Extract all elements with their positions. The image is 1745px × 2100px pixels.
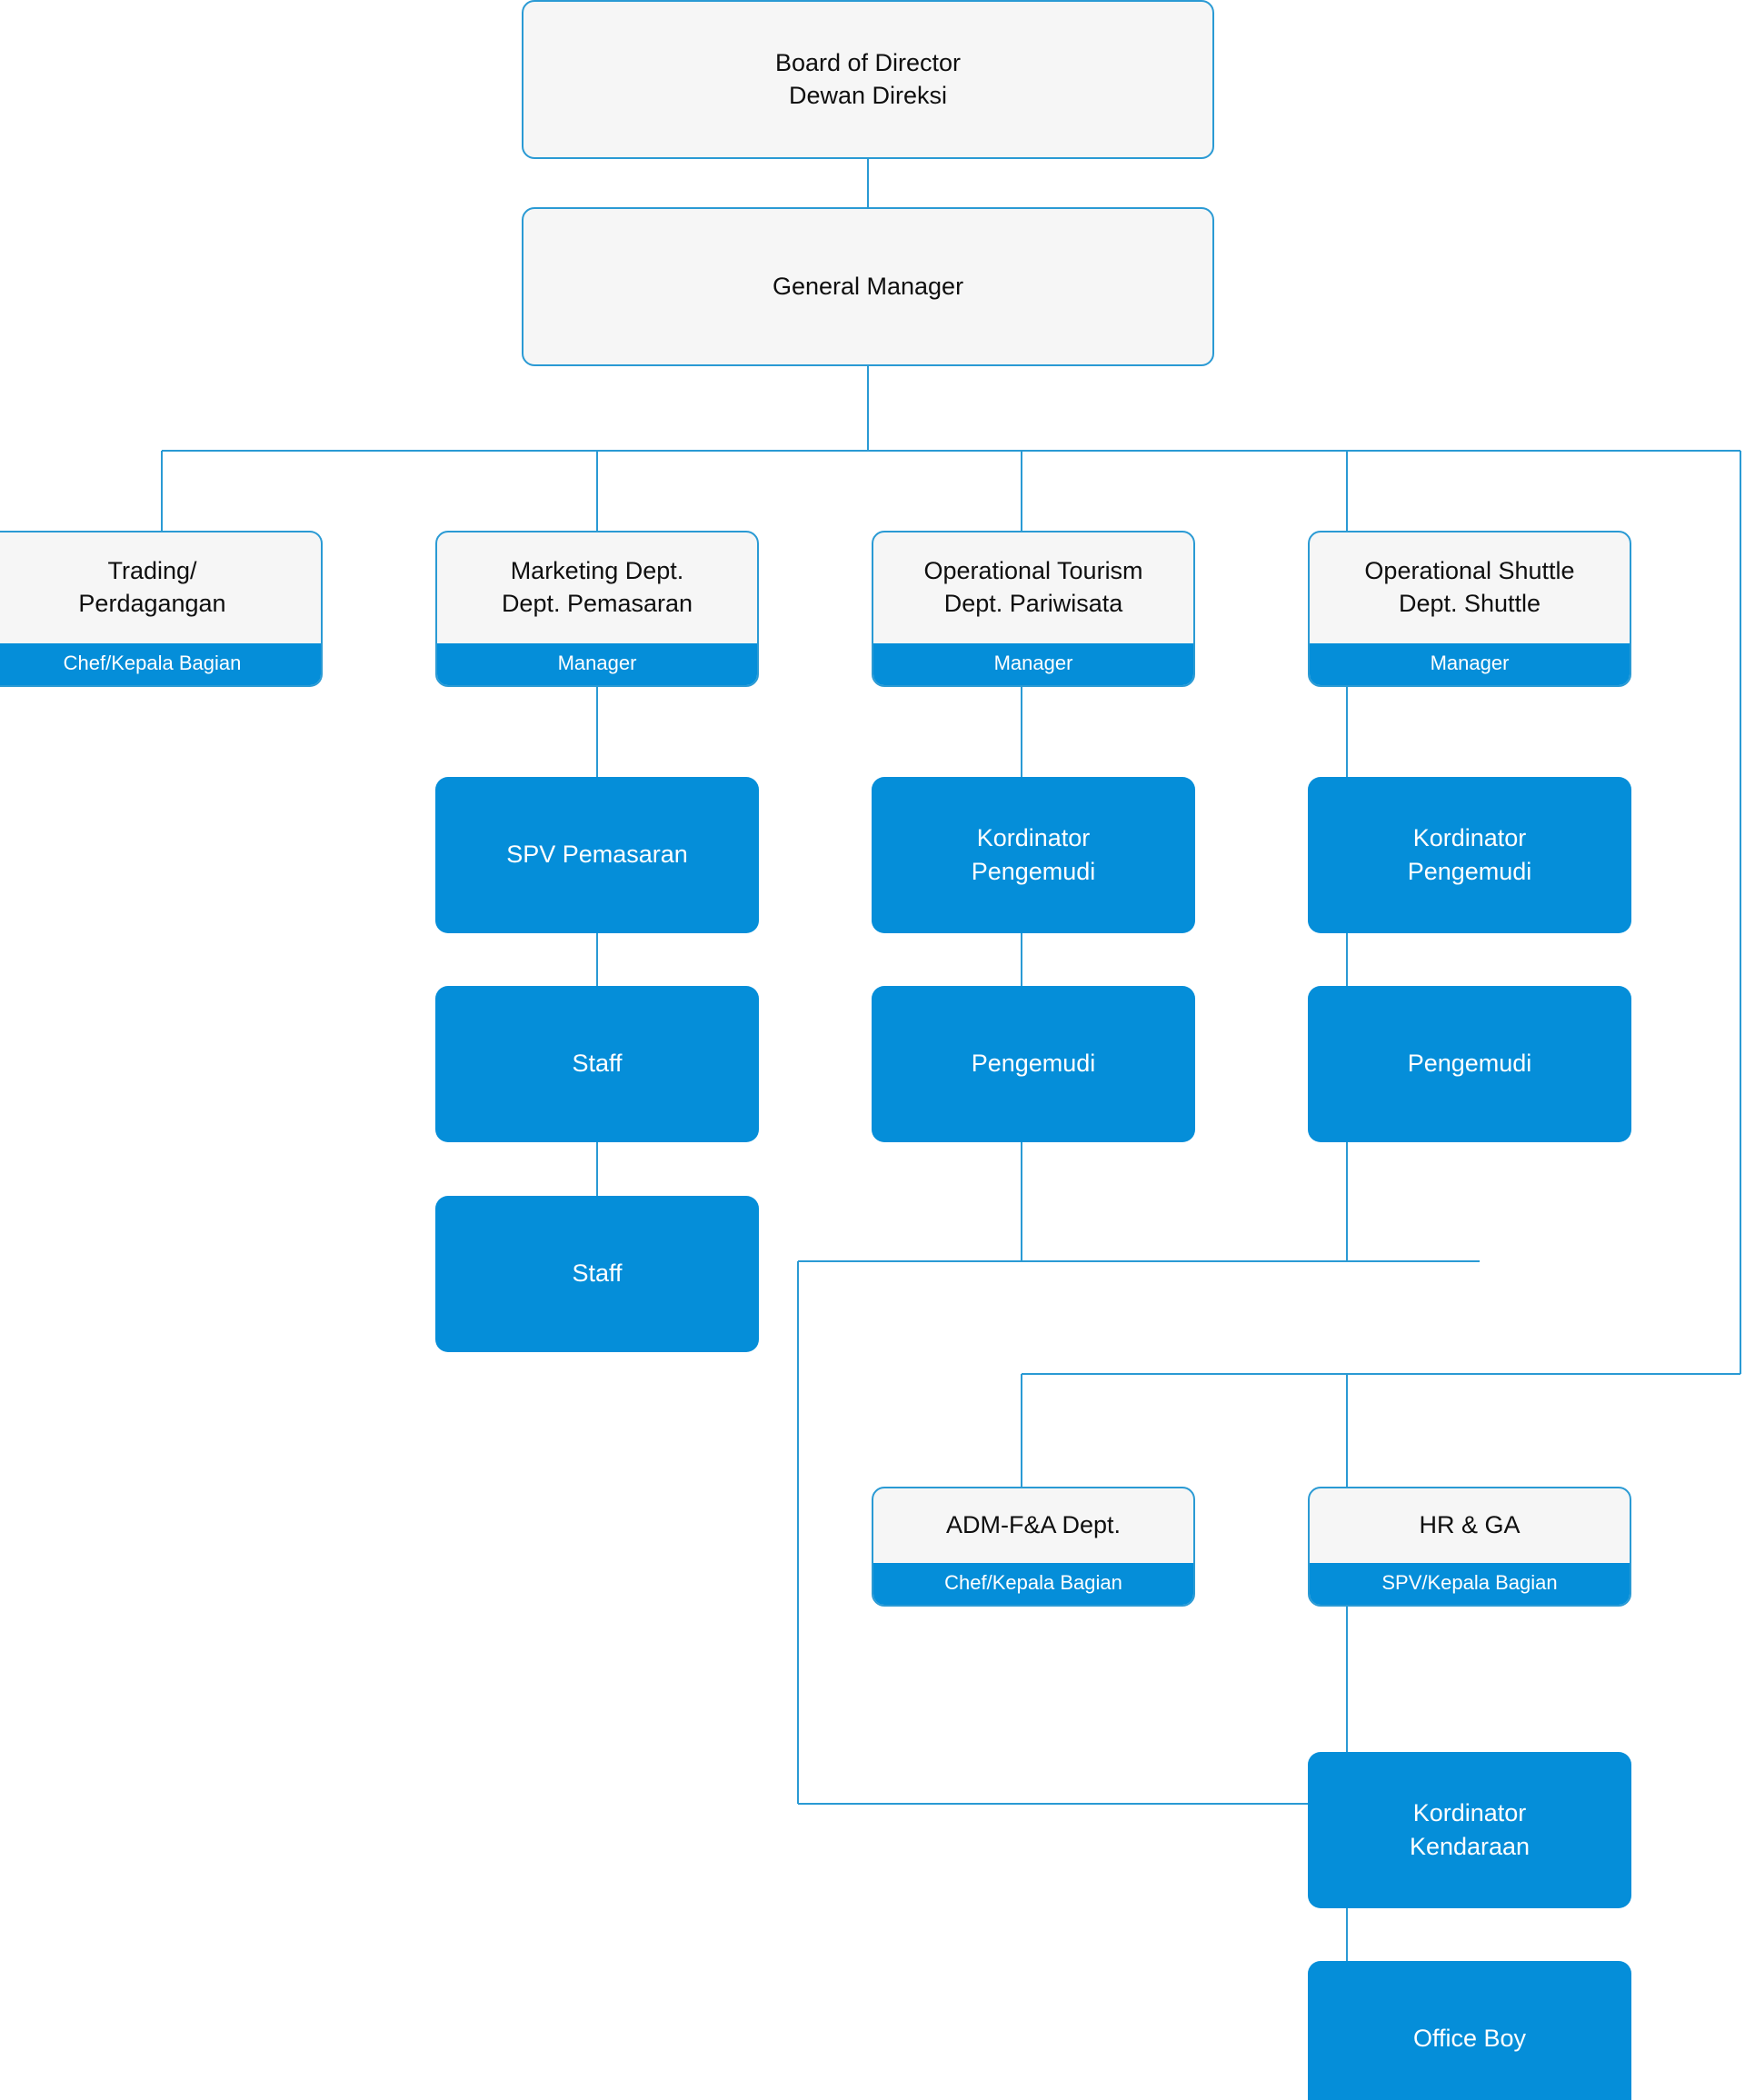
org-node-title: Kordinator Kendaraan	[1409, 1798, 1531, 1860]
org-node-title: Operational Tourism Dept. Pariwisata	[923, 557, 1143, 617]
org-node-kordinator-pengemudi-shuttle[interactable]: Kordinator Pengemudi	[1308, 777, 1631, 933]
org-node-kordinator-pengemudi-tourism[interactable]: Kordinator Pengemudi	[872, 777, 1195, 933]
org-node-pengemudi-shuttle[interactable]: Pengemudi	[1308, 986, 1631, 1142]
org-node-board[interactable]: Board of Director Dewan Direksi	[522, 0, 1214, 159]
org-node-general-manager[interactable]: General Manager	[522, 207, 1214, 366]
org-node-pengemudi-tourism[interactable]: Pengemudi	[872, 986, 1195, 1142]
org-node-title: SPV Pemasaran	[506, 841, 688, 869]
org-node-title: Pengemudi	[971, 1050, 1096, 1078]
org-node-role: Chef/Kepala Bagian	[0, 642, 321, 685]
org-node-spv-pemasaran[interactable]: SPV Pemasaran	[435, 777, 759, 933]
org-node-role: Manager	[1310, 642, 1630, 685]
org-node-title: General Manager	[772, 272, 964, 300]
org-node-title: Marketing Dept. Dept. Pemasaran	[501, 557, 693, 617]
org-node-title: Pengemudi	[1407, 1050, 1532, 1078]
org-node-role: Manager	[873, 642, 1193, 685]
org-node-title: ADM-F&A Dept.	[945, 1510, 1122, 1538]
org-node-title: Kordinator Pengemudi	[1407, 823, 1532, 885]
org-node-staff-2[interactable]: Staff	[435, 1196, 759, 1352]
org-node-title: Trading/ Perdagangan	[78, 557, 226, 617]
org-node-role: SPV/Kepala Bagian	[1310, 1562, 1630, 1605]
org-node-title: Staff	[572, 1050, 623, 1078]
org-node-hr-ga[interactable]: HR & GA SPV/Kepala Bagian	[1308, 1487, 1631, 1607]
org-node-title: Staff	[572, 1259, 623, 1288]
org-node-adm-fa-dept[interactable]: ADM-F&A Dept. Chef/Kepala Bagian	[872, 1487, 1195, 1607]
org-node-role: Chef/Kepala Bagian	[873, 1562, 1193, 1605]
org-node-staff-1[interactable]: Staff	[435, 986, 759, 1142]
org-node-title: Operational Shuttle Dept. Shuttle	[1364, 557, 1575, 617]
org-node-title: Office Boy	[1412, 2025, 1527, 2053]
org-node-kordinator-kendaraan[interactable]: Kordinator Kendaraan	[1308, 1752, 1631, 1908]
org-node-title: HR & GA	[1419, 1510, 1521, 1538]
org-node-office-boy[interactable]: Office Boy	[1308, 1961, 1631, 2100]
org-node-title: Kordinator Pengemudi	[971, 823, 1096, 885]
org-node-role: Manager	[437, 642, 757, 685]
org-node-title: Board of Director Dewan Direksi	[774, 48, 962, 109]
